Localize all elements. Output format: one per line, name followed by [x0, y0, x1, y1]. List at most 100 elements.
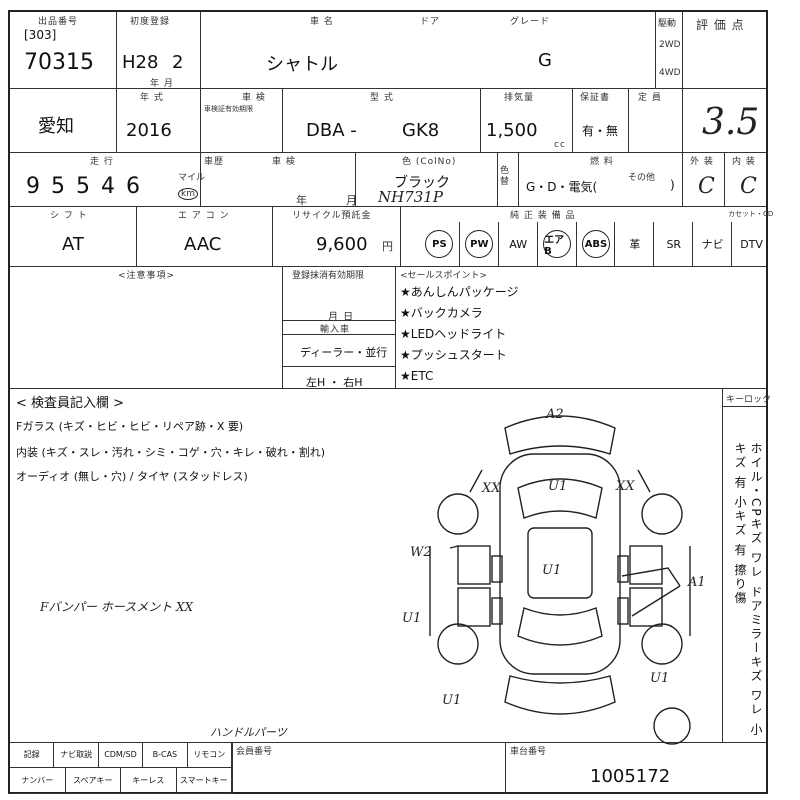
reg-month: 2: [172, 52, 184, 73]
fuel-label: 燃 料: [590, 157, 614, 167]
region: 愛知: [38, 116, 74, 137]
equipment-label: ABS: [581, 230, 610, 258]
inspection-label-2: 車 検: [272, 157, 296, 167]
reg-label: 初度登録: [130, 17, 171, 27]
year-unit: 年: [296, 194, 308, 207]
shift-label: シ フ ト: [50, 211, 88, 221]
equipment-label: 革: [629, 238, 641, 251]
dealer: ディーラー・並行: [300, 346, 388, 359]
equipment-label: DTV: [740, 237, 763, 251]
footer-cell: CDM/SD: [98, 742, 144, 768]
score-label: 評 価 点: [696, 18, 745, 32]
fuel-other: その他: [628, 173, 656, 183]
mileage: 9 5 5 4 6: [26, 174, 142, 199]
equipment-label: AW: [509, 237, 528, 251]
exterior-grade: C: [698, 174, 715, 199]
drive-4wd: 4WD: [659, 68, 681, 78]
color-change-label: 色替: [500, 166, 510, 187]
caution-label: <注意事項>: [118, 271, 176, 281]
footer-cell: B-CAS: [143, 742, 188, 768]
row-divider: [10, 388, 766, 389]
recycle-label: リサイクル預託金: [292, 211, 372, 221]
model-code: GK8: [402, 120, 440, 141]
year: 2016: [126, 120, 172, 141]
inspector-interior: 内装 (キズ・スレ・汚れ・シミ・コゲ・穴・キレ・破れ・割れ): [16, 446, 326, 459]
drive-2wd: 2WD: [659, 40, 681, 50]
footer-cell: ナビ取説: [54, 742, 99, 768]
row-divider: [10, 88, 766, 89]
equipment-row: PS PW AW エアB ABS 革 SR ナビ DTV: [420, 222, 770, 266]
exterior-label: 外 装: [690, 157, 714, 167]
footer-cell: キーレス: [121, 768, 177, 794]
sales-point: ★あんしんパッケージ: [400, 285, 519, 299]
equipment-item: PW: [458, 222, 499, 266]
grade: G: [538, 50, 552, 71]
diagram-mark: U1: [548, 479, 567, 494]
shift: AT: [62, 234, 84, 255]
fuel-close: ): [670, 178, 675, 192]
lot-label: 出品番号: [38, 17, 79, 27]
lot-number: 70315: [24, 50, 94, 75]
equipment-label: エアB: [543, 230, 572, 258]
equipment-item: エアB: [536, 222, 577, 266]
lot-code: [303]: [24, 28, 57, 42]
mileage-unit: マイル: [178, 173, 206, 183]
row-divider: [10, 206, 766, 207]
interior-label: 内 装: [732, 157, 756, 167]
inspection-sub: 車検証有効期限: [204, 105, 253, 113]
diagram-mark: U1: [402, 611, 421, 626]
model-label: 型 式: [370, 93, 394, 103]
equipment-label: PW: [465, 230, 494, 258]
footer-cell: スマートキー: [176, 768, 232, 794]
inspection-label: 車 検: [242, 93, 266, 103]
warranty-value: 有・無: [582, 124, 619, 138]
sales-point: ★LEDヘッドライト: [400, 327, 507, 341]
equipment-label: SR: [666, 237, 682, 251]
equipment-item: AW: [497, 222, 538, 266]
equipment-item: ABS: [575, 222, 616, 266]
displacement-unit: cc: [554, 140, 566, 150]
warranty-label: 保証書: [580, 93, 611, 103]
row-divider: [10, 152, 766, 153]
import-label: 輸入車: [320, 325, 351, 335]
history-label: 車歴: [204, 157, 225, 167]
keylock-label: キーロック: [726, 395, 772, 405]
footer-cell: リモコン: [187, 742, 232, 768]
ac: AAC: [184, 234, 222, 255]
diagram-mark: U1: [442, 693, 461, 708]
displacement-label: 排気量: [504, 93, 535, 103]
model-prefix: DBA -: [306, 120, 357, 141]
auction-sheet: 出品番号 [303] 70315 初度登録 H28 2 年 月 車 名 ドア グ…: [8, 10, 773, 794]
door-label: ドア: [420, 17, 441, 27]
color-code: NH731P: [378, 188, 443, 206]
diagram-mark: U1: [542, 563, 561, 578]
equipment-item: PS: [420, 222, 459, 266]
diagram-mark: XX: [481, 481, 501, 496]
sales-point: ★プッシュスタート: [400, 348, 507, 362]
score: 3.5: [702, 102, 760, 143]
recycle-unit: 円: [382, 240, 394, 253]
year-label: 年 式: [140, 93, 164, 103]
color: ブラック: [394, 175, 450, 191]
handwritten-note: Fバンパー ホースメント XX: [40, 600, 194, 614]
sales-point: ★バックカメラ: [400, 306, 483, 320]
inspector-audio: オーディオ (無し・穴) / タイヤ (スタッドレス): [16, 470, 248, 483]
color-label: 色 (ColNo): [402, 157, 457, 167]
drive-label: 駆動: [658, 19, 677, 29]
mileage-km: km: [178, 188, 198, 200]
equipment-label: PS: [425, 230, 454, 258]
equipment-label: 純 正 装 備 品: [510, 211, 576, 221]
equipment-item: ナビ: [692, 222, 732, 266]
sales-points: ★あんしんパッケージ ★バックカメラ ★LEDヘッドライト ★プッシュスタート …: [400, 282, 519, 387]
diagram-mark: A1: [687, 575, 706, 590]
footer-cell: ナンバー: [10, 768, 66, 794]
cassette-label: カセット・CD: [728, 210, 774, 218]
inspector-glass: Fガラス (キズ・ヒビ・ヒビ・リペア跡・X 要): [16, 420, 244, 433]
interior-grade: C: [740, 174, 757, 199]
car-name: シャトル: [266, 54, 338, 75]
month-unit: 月: [346, 194, 358, 207]
handwritten-bottom: ハンドルパーツ: [210, 726, 287, 739]
ac-label: エ ア コ ン: [178, 211, 230, 221]
month-day: 月 日: [328, 312, 355, 323]
